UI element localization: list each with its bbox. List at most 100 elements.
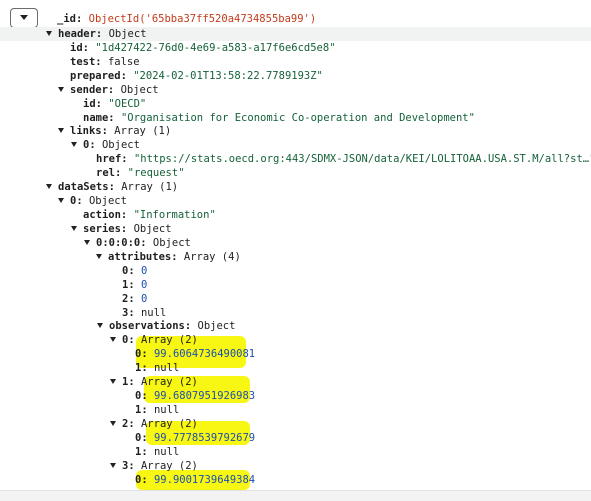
series-row[interactable]: series: Object bbox=[71, 222, 172, 236]
observation-value-row: 0: 99.6807951926983 bbox=[135, 389, 255, 403]
expand-series-0000-icon[interactable] bbox=[84, 239, 90, 245]
header-id-value[interactable]: "1d427422-76d0-4e69-a583-a17f6e6cd5e8" bbox=[95, 42, 336, 54]
observation-flag-key: 1: bbox=[135, 446, 148, 458]
expand-observation-icon[interactable] bbox=[110, 420, 116, 426]
rel-row: rel: "request" bbox=[96, 166, 185, 180]
datasets-row[interactable]: dataSets: Array (1) bbox=[46, 180, 178, 194]
attribute-item: 1: 0 bbox=[122, 278, 147, 292]
observations-row[interactable]: observations: Object bbox=[97, 319, 235, 333]
sender-id-key: id: bbox=[83, 98, 102, 110]
action-value[interactable]: "Information" bbox=[133, 209, 216, 221]
observation-value[interactable]: 99.6064736490081 bbox=[153, 348, 256, 360]
dataset-0-key: 0: bbox=[70, 195, 83, 207]
observation-flag-value[interactable]: null bbox=[153, 362, 180, 374]
rel-value[interactable]: "request" bbox=[127, 167, 185, 179]
horizontal-scrollbar[interactable] bbox=[0, 490, 591, 501]
links-0-row[interactable]: 0: Object bbox=[71, 138, 140, 152]
links-row[interactable]: links: Array (1) bbox=[58, 124, 171, 138]
observation-flag-row: 1: null bbox=[135, 361, 179, 375]
header-type: Object bbox=[108, 28, 147, 40]
sender-name-value[interactable]: "Organisation for Economic Co-operation … bbox=[120, 112, 475, 124]
href-value[interactable]: "https://stats.oecd.org:443/SDMX-JSON/da… bbox=[133, 153, 591, 165]
header-id-key: id: bbox=[70, 42, 89, 54]
observation-value[interactable]: 99.9001739649384 bbox=[153, 474, 256, 486]
expand-datasets-icon[interactable] bbox=[46, 183, 52, 189]
observation-row[interactable]: 3: Array (2) bbox=[110, 459, 198, 473]
attribute-key: 0: bbox=[122, 265, 135, 277]
observation-row[interactable]: 2: Array (2) bbox=[110, 417, 198, 431]
expand-dataset-0-icon[interactable] bbox=[58, 197, 64, 203]
row-hover-band bbox=[0, 27, 591, 41]
expand-sender-icon[interactable] bbox=[58, 86, 64, 92]
sender-row[interactable]: sender: Object bbox=[58, 83, 159, 97]
attribute-value[interactable]: null bbox=[140, 307, 167, 319]
datasets-type: Array (1) bbox=[121, 181, 179, 193]
observation-row[interactable]: 0: Array (2) bbox=[110, 333, 198, 347]
observation-flag-key: 1: bbox=[135, 362, 148, 374]
observation-flag-value[interactable]: null bbox=[153, 446, 180, 458]
series-type: Object bbox=[133, 223, 172, 235]
highlight-mark bbox=[136, 336, 246, 368]
sender-type: Object bbox=[120, 84, 159, 96]
prepared-value[interactable]: "2024-02-01T13:58:22.7789193Z" bbox=[133, 70, 323, 82]
expand-observation-icon[interactable] bbox=[110, 336, 116, 342]
observation-type: Array (2) bbox=[140, 334, 198, 346]
header-key: header: bbox=[58, 28, 103, 40]
links-type: Array (1) bbox=[114, 125, 172, 137]
dataset-0-row[interactable]: 0: Object bbox=[58, 194, 127, 208]
observations-type: Object bbox=[197, 320, 236, 332]
observation-key: 3: bbox=[122, 460, 135, 472]
attribute-item: 2: 0 bbox=[122, 292, 147, 306]
expand-attributes-icon[interactable] bbox=[96, 253, 102, 259]
observation-type: Array (2) bbox=[140, 376, 198, 388]
test-row: test: false bbox=[70, 55, 140, 69]
observation-value-key: 0: bbox=[135, 432, 148, 444]
observation-value-row: 0: 99.7778539792679 bbox=[135, 431, 255, 445]
test-value[interactable]: false bbox=[107, 56, 140, 68]
sender-name-row: name: "Organisation for Economic Co-oper… bbox=[83, 111, 475, 125]
attribute-value[interactable]: 0 bbox=[140, 279, 148, 291]
objectid-value[interactable]: ObjectId('65bba37ff520a4734855ba99') bbox=[88, 13, 317, 25]
action-row: action: "Information" bbox=[83, 208, 216, 222]
dataset-0-type: Object bbox=[88, 195, 127, 207]
observation-flag-row: 1: null bbox=[135, 403, 179, 417]
expand-series-icon[interactable] bbox=[71, 225, 77, 231]
collapse-document-button[interactable] bbox=[10, 8, 38, 28]
sender-id-value[interactable]: "OECD" bbox=[108, 98, 147, 110]
observation-type: Array (2) bbox=[140, 418, 198, 430]
series-0000-type: Object bbox=[152, 237, 191, 249]
expand-observations-icon[interactable] bbox=[97, 322, 103, 328]
links-0-key: 0: bbox=[83, 139, 96, 151]
observation-key: 1: bbox=[122, 376, 135, 388]
observation-value[interactable]: 99.7778539792679 bbox=[153, 432, 256, 444]
observation-value-row: 0: 99.6064736490081 bbox=[135, 347, 255, 361]
observation-value[interactable]: 99.6807951926983 bbox=[153, 390, 256, 402]
attribute-key: 1: bbox=[122, 279, 135, 291]
test-key: test: bbox=[70, 56, 102, 68]
href-row: href: "https://stats.oecd.org:443/SDMX-J… bbox=[96, 152, 591, 166]
highlight-mark bbox=[144, 376, 250, 403]
observation-value-row: 0: 99.9001739649384 bbox=[135, 473, 255, 487]
expand-header-icon[interactable] bbox=[46, 30, 52, 36]
observation-key: 2: bbox=[122, 418, 135, 430]
observation-key: 0: bbox=[122, 334, 135, 346]
observation-value-key: 0: bbox=[135, 390, 148, 402]
rel-key: rel: bbox=[96, 167, 122, 179]
attribute-value[interactable]: 0 bbox=[140, 265, 148, 277]
attribute-item: 3: null bbox=[122, 306, 166, 320]
observation-flag-value[interactable]: null bbox=[153, 404, 180, 416]
attributes-type: Array (4) bbox=[183, 251, 241, 263]
expand-links-0-icon[interactable] bbox=[71, 141, 77, 147]
datasets-key: dataSets: bbox=[58, 181, 115, 193]
action-key: action: bbox=[83, 209, 128, 221]
expand-links-icon[interactable] bbox=[58, 127, 64, 133]
header-row[interactable]: header: Object bbox=[46, 27, 147, 41]
prepared-key: prepared: bbox=[70, 70, 127, 82]
href-key: href: bbox=[96, 153, 128, 165]
series-0000-row[interactable]: 0:0:0:0: Object bbox=[84, 236, 191, 250]
observation-row[interactable]: 1: Array (2) bbox=[110, 375, 198, 389]
attributes-row[interactable]: attributes: Array (4) bbox=[96, 250, 241, 264]
expand-observation-icon[interactable] bbox=[110, 462, 116, 468]
attribute-value[interactable]: 0 bbox=[140, 293, 148, 305]
expand-observation-icon[interactable] bbox=[110, 378, 116, 384]
